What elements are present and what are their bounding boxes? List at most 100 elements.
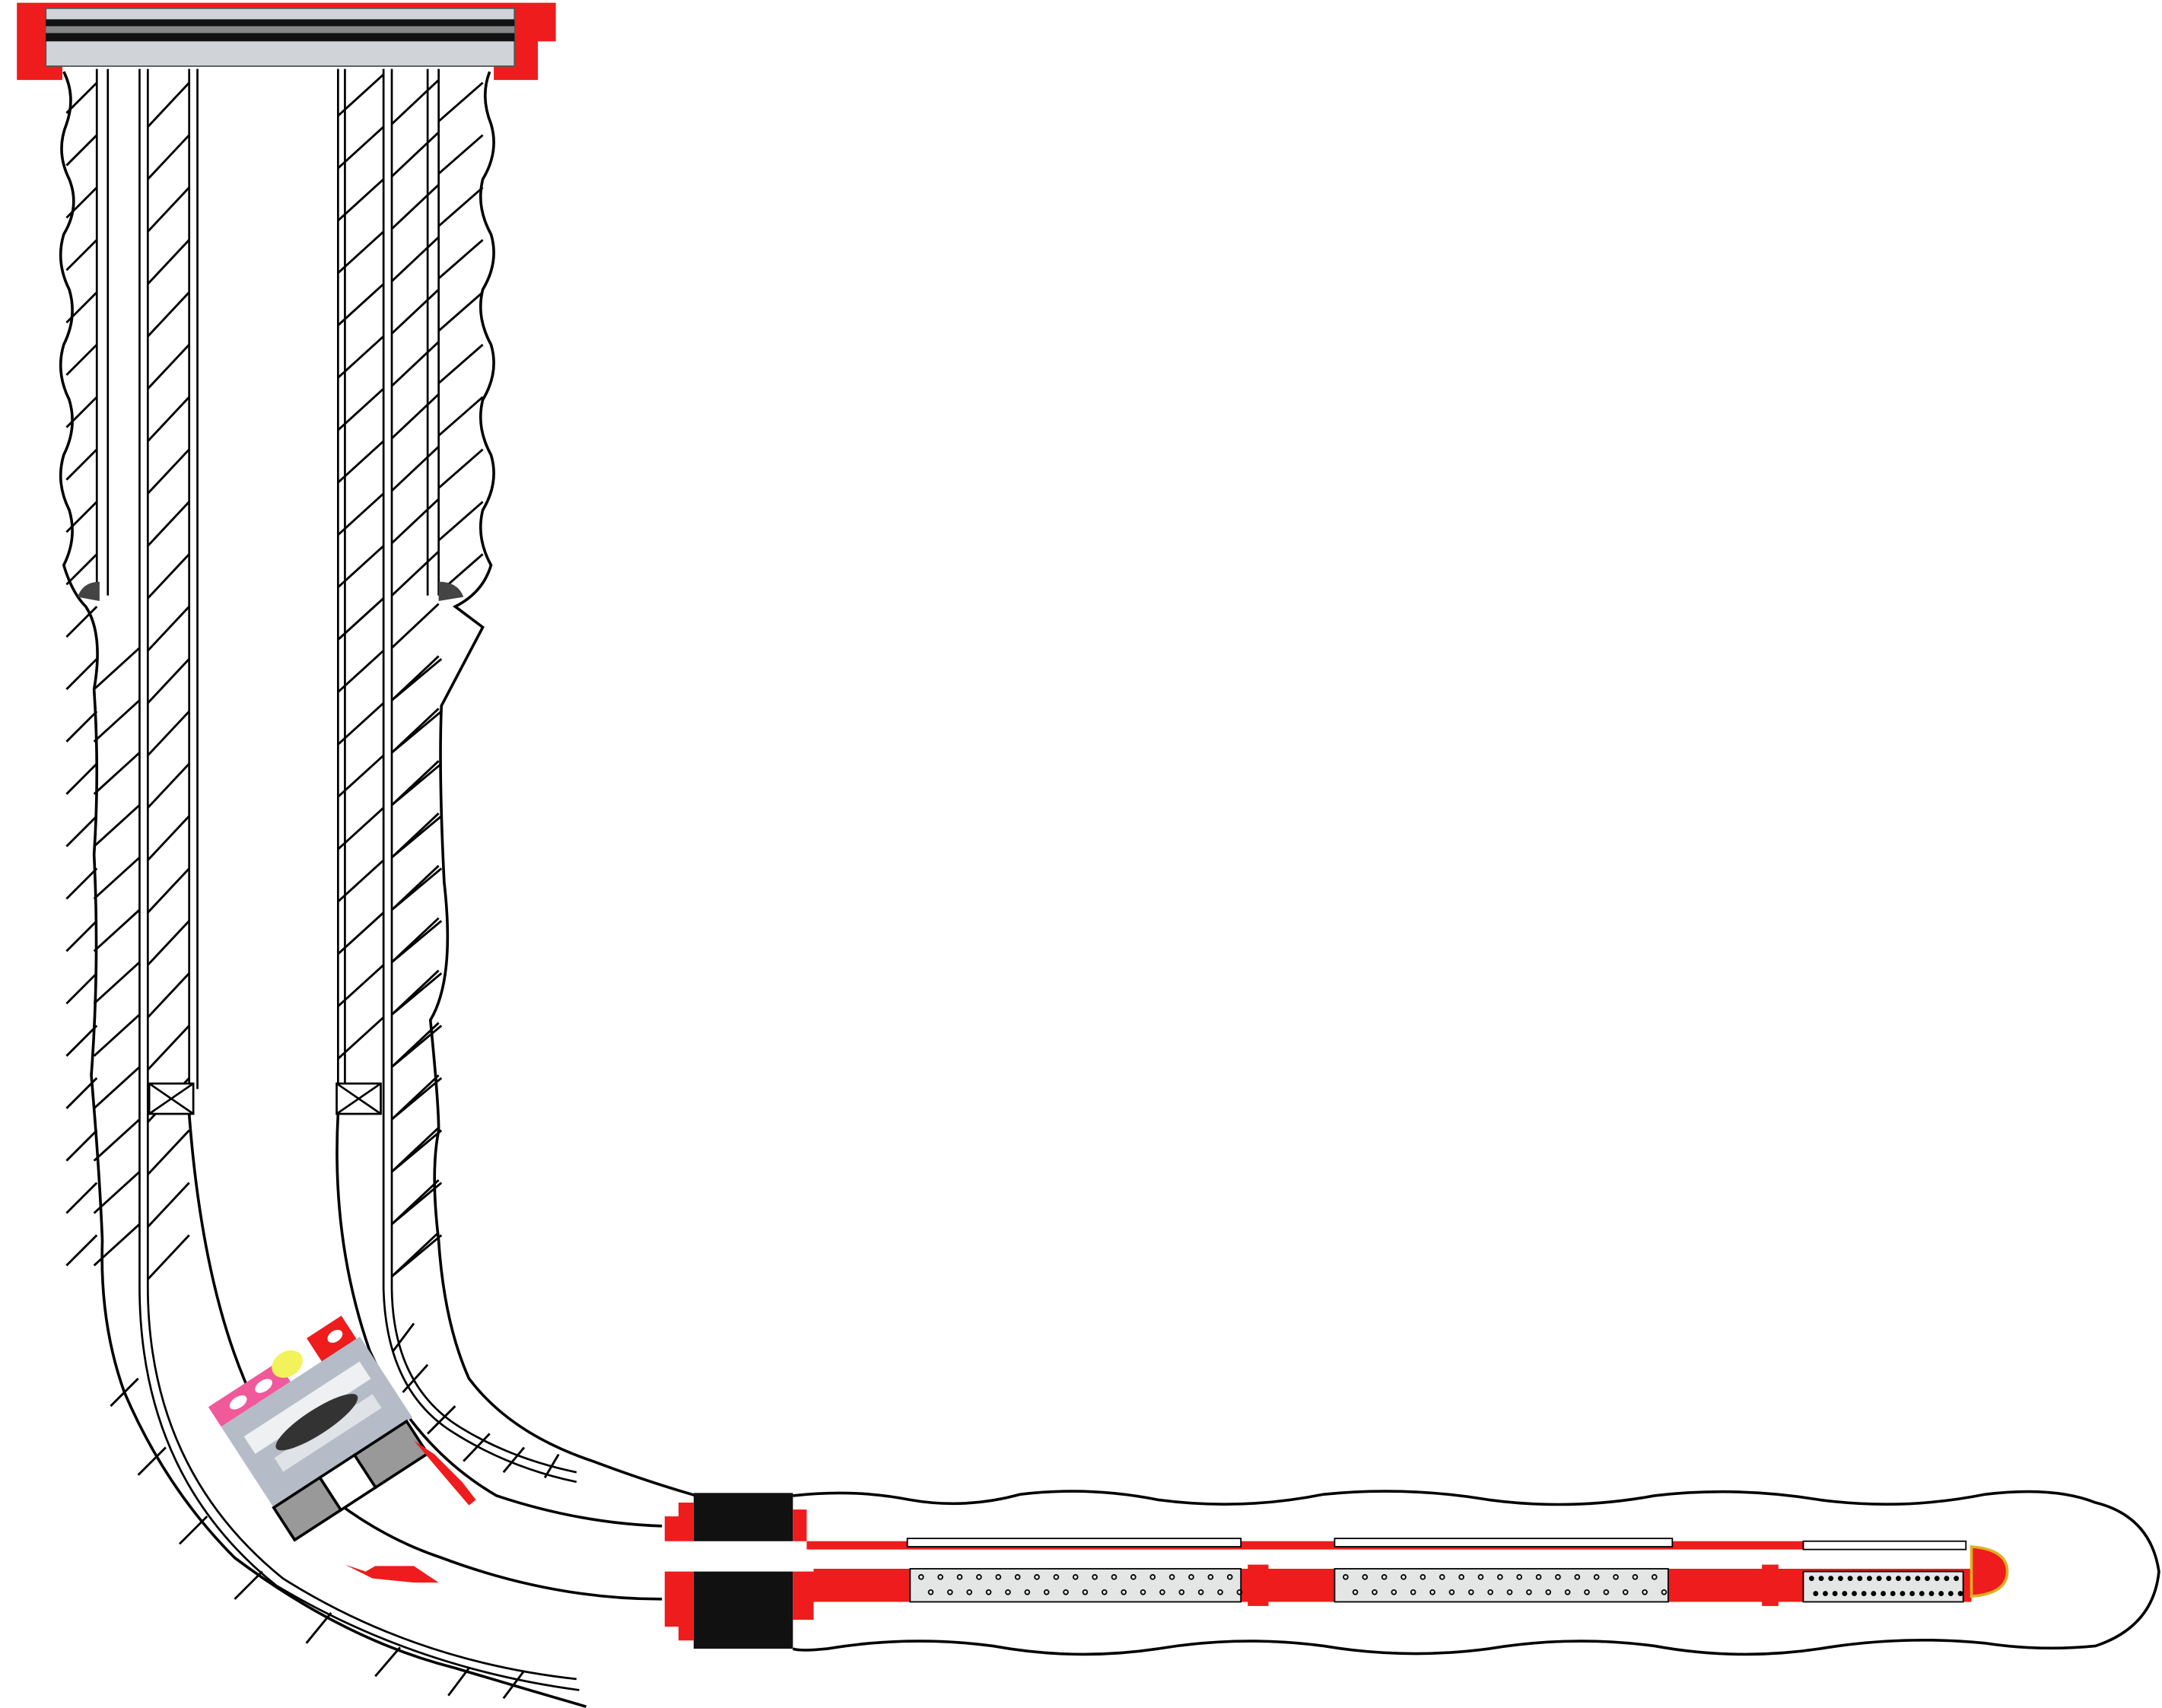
perforation-hole [1092, 1574, 1098, 1580]
hatch-line [110, 1377, 139, 1407]
hatch-line [337, 702, 385, 746]
hatch-line [93, 1223, 141, 1267]
bull-nose [1970, 1545, 2009, 1598]
hatch-line [391, 446, 440, 492]
hatch-line [427, 1405, 456, 1435]
perforation-hole [1651, 1574, 1658, 1580]
perforation-hole [1140, 1589, 1146, 1595]
perforation-hole [1343, 1574, 1349, 1580]
hatch-line [391, 1024, 443, 1068]
hatch-line [391, 288, 440, 335]
hatch-line [374, 1646, 401, 1678]
hatch-line [337, 336, 385, 379]
perforation-hole [1661, 1589, 1668, 1595]
hatch-line [65, 134, 98, 167]
hatch-line [93, 856, 141, 900]
perforation-hole [1535, 1574, 1542, 1580]
hatch-line [391, 131, 440, 177]
hatch-line [65, 710, 98, 743]
perforation-hole [966, 1589, 973, 1595]
hatch-line [137, 1446, 167, 1476]
perforation-hole [1034, 1574, 1040, 1580]
perforation-hole [1564, 1589, 1571, 1595]
perforation-hole [1207, 1574, 1214, 1580]
hatch-line [337, 911, 385, 955]
hatch-line [391, 920, 443, 963]
hatch-line [65, 553, 98, 586]
hatch-line [391, 1077, 443, 1121]
hatch-line [147, 343, 190, 390]
hatch-line [65, 396, 98, 428]
hatch-line [147, 710, 190, 756]
perforation-hole [1217, 1589, 1223, 1595]
hatch-line [391, 1129, 443, 1173]
perforation-hole [1053, 1574, 1060, 1580]
perforation-hole [1832, 1591, 1838, 1597]
perforation-hole [1458, 1574, 1464, 1580]
hatch-line [93, 804, 141, 848]
perforation-hole [1642, 1589, 1648, 1595]
hatch-line [65, 762, 98, 795]
wellhead [17, 2, 556, 81]
perforation-hole [1101, 1589, 1108, 1595]
perforation-hole [918, 1574, 924, 1580]
perforation-hole [937, 1574, 943, 1580]
perforation-hole [1082, 1589, 1089, 1595]
hatch-line [65, 239, 98, 272]
perforation-hole [1391, 1589, 1397, 1595]
hatch-line [65, 606, 98, 638]
hatch-line [337, 650, 385, 693]
perforation-hole [1372, 1589, 1378, 1595]
open-hole-line [335, 1113, 663, 1528]
perforation-hole [1944, 1576, 1950, 1582]
hatch-line [391, 603, 440, 649]
perforation-hole [1957, 1591, 1963, 1597]
hatch-line [65, 920, 98, 953]
hatch-line [93, 752, 141, 795]
perforation-hole [1622, 1589, 1629, 1595]
hatch-line [391, 972, 443, 1016]
perforation-hole [1516, 1574, 1523, 1580]
hatch-line [147, 815, 190, 861]
perforation-hole [1632, 1574, 1639, 1580]
perforation-hole [1401, 1574, 1407, 1580]
perforation-hole [1847, 1576, 1853, 1582]
hatch-line [337, 806, 385, 851]
perforation-hole [1876, 1576, 1882, 1582]
perforation-hole [1063, 1589, 1069, 1595]
perforation-hole [956, 1574, 963, 1580]
perforation-hole [1111, 1574, 1118, 1580]
hatch-line [93, 1171, 141, 1214]
perforation-hole [1603, 1589, 1610, 1595]
hatch-line [147, 606, 190, 652]
hatch-line [147, 1182, 190, 1228]
hatch-line [502, 1670, 526, 1700]
perforation-hole [1024, 1589, 1031, 1595]
hatch-line [93, 1066, 141, 1109]
hatch-line [65, 186, 98, 219]
perforation-hole [1915, 1576, 1921, 1582]
left-borehole-wall [59, 71, 587, 1708]
hatch-line [234, 1570, 263, 1600]
hatch-line [65, 291, 98, 324]
sand-screen [1802, 1570, 1964, 1603]
hatch-line [147, 291, 190, 338]
hatch-line [391, 183, 440, 230]
hatch-line [337, 283, 385, 326]
perforation-hole [1168, 1574, 1175, 1580]
tubing-packer [148, 1082, 382, 1115]
perforation-hole [1925, 1576, 1930, 1582]
perforation-hole [1043, 1589, 1050, 1595]
hatch-line [337, 440, 385, 484]
hatch-line [147, 1025, 190, 1071]
perforation-hole [1526, 1589, 1532, 1595]
hatch-line [437, 81, 484, 122]
hatch-line [65, 81, 98, 114]
perforation-hole [1381, 1574, 1388, 1580]
hatch-line [65, 1129, 98, 1162]
perforation-hole [1197, 1589, 1204, 1595]
perforation-hole [1005, 1589, 1011, 1595]
hatch-line [502, 1446, 526, 1474]
hatch-line [147, 920, 190, 966]
